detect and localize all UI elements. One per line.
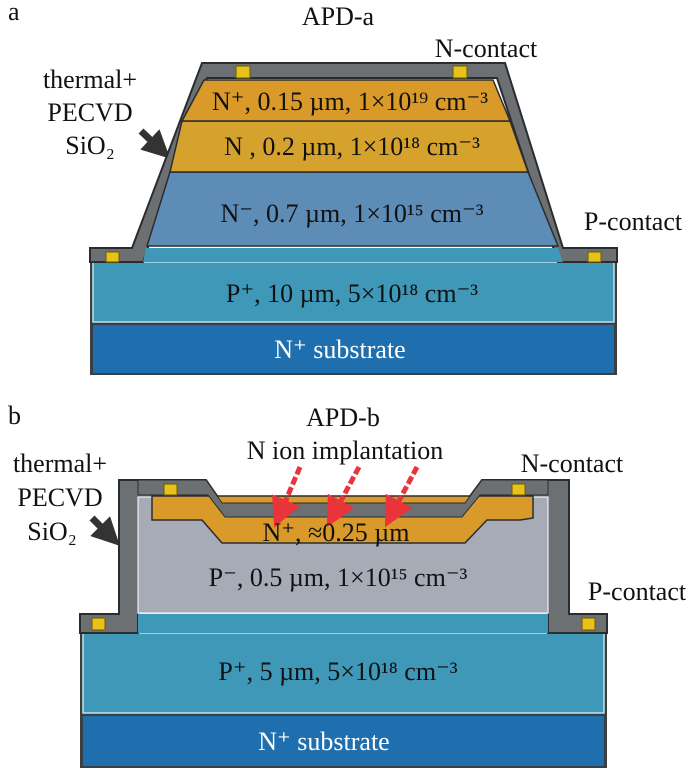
n-contact-label: N-contact bbox=[521, 449, 624, 478]
oxide-label-line3: SiO₂ bbox=[27, 517, 77, 546]
p-contact-pad bbox=[587, 251, 602, 263]
oxide-label-line1: thermal+ bbox=[43, 65, 137, 94]
n-contact-pad bbox=[511, 483, 526, 496]
oxide-label-line2: PECVD bbox=[47, 98, 132, 127]
n-contact-label: N-contact bbox=[435, 34, 538, 63]
p-plus-mesa-top bbox=[138, 614, 548, 633]
substrate-label: N⁺ substrate bbox=[258, 727, 389, 756]
p-plus-layer bbox=[92, 261, 615, 323]
p-plus-layer-label: P⁺, 10 µm, 5×10¹⁸ cm⁻³ bbox=[226, 279, 478, 308]
oxide-label-line3: SiO₂ bbox=[65, 131, 115, 160]
n-plus-layer-label: N⁺, 0.15 µm, 1×10¹⁹ cm⁻³ bbox=[212, 87, 488, 116]
panel-letter-a: a bbox=[8, 0, 20, 26]
n-plus-implant-label: N⁺, ≈0.25 µm bbox=[263, 518, 410, 547]
p-contact-pad bbox=[91, 617, 106, 631]
p-minus-layer-label: P⁻, 0.5 µm, 1×10¹⁵ cm⁻³ bbox=[209, 563, 468, 592]
implant-arrow-icon bbox=[272, 466, 303, 528]
apd-b-title: APD-b bbox=[306, 403, 380, 432]
p-contact-label: P-contact bbox=[588, 577, 687, 606]
panel-a: a APD-a N-contact thermal+ PECVD SiO₂ P-… bbox=[8, 0, 683, 375]
p-plus-layer-label: P⁺, 5 µm, 5×10¹⁸ cm⁻³ bbox=[218, 657, 457, 686]
panel-b: b APD-b N ion implantation N-contact the… bbox=[8, 401, 687, 768]
oxide-label-line2: PECVD bbox=[17, 483, 102, 512]
n-contact-pad bbox=[452, 65, 468, 79]
implant-arrow-icon bbox=[384, 465, 420, 528]
oxide-label-line1: thermal+ bbox=[13, 449, 107, 478]
p-contact-pad bbox=[581, 617, 596, 631]
substrate-layer bbox=[83, 716, 604, 766]
n-layer-label: N , 0.2 µm, 1×10¹⁸ cm⁻³ bbox=[224, 132, 480, 161]
implant-arrow-icon bbox=[326, 465, 362, 528]
n-minus-layer-label: N⁻, 0.7 µm, 1×10¹⁵ cm⁻³ bbox=[220, 199, 483, 228]
p-plus-mesa-top bbox=[143, 248, 563, 262]
n-contact-pad bbox=[235, 65, 251, 79]
substrate-label: N⁺ substrate bbox=[274, 335, 405, 364]
p-plus-layer bbox=[82, 632, 605, 714]
oxide-pointer-arrow-icon bbox=[89, 515, 120, 546]
implant-label: N ion implantation bbox=[247, 436, 443, 465]
apd-a-title: APD-a bbox=[302, 2, 375, 31]
p-contact-pad bbox=[105, 251, 120, 263]
oxide-recess bbox=[137, 479, 549, 518]
oxide-pointer-arrow-icon bbox=[138, 128, 171, 159]
substrate-layer bbox=[93, 325, 614, 373]
oxide-layer bbox=[89, 62, 618, 263]
panel-letter-b: b bbox=[8, 401, 21, 430]
n-contact-pad bbox=[163, 483, 178, 496]
n-plus-layer bbox=[180, 79, 512, 122]
p-contact-label: P-contact bbox=[584, 207, 683, 236]
